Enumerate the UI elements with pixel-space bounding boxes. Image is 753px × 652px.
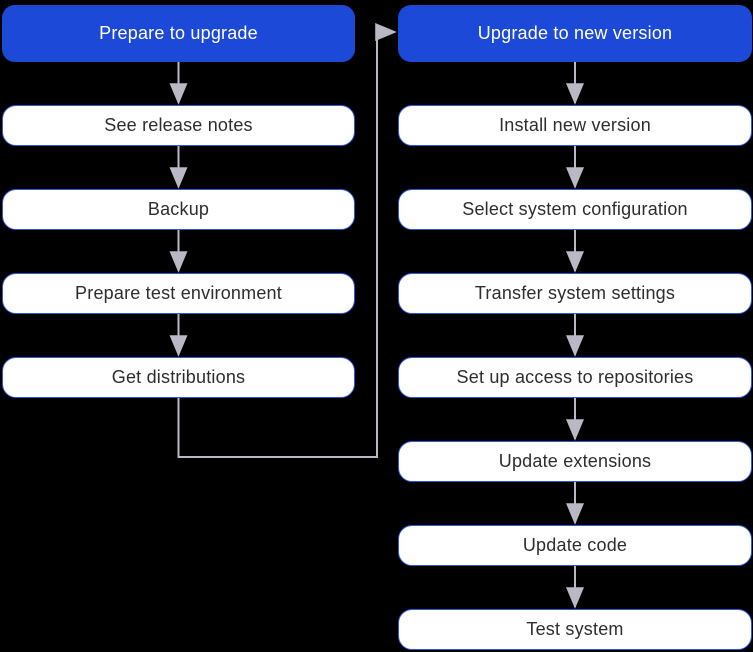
- step-set-up-access-to-repositories: Set up access to repositories: [398, 357, 752, 398]
- step-backup: Backup: [2, 189, 355, 230]
- step-get-distributions: Get distributions: [2, 357, 355, 398]
- header-prepare-to-upgrade: Prepare to upgrade: [2, 5, 355, 62]
- step-prepare-test-environment: Prepare test environment: [2, 273, 355, 314]
- step-select-system-configuration: Select system configuration: [398, 189, 752, 230]
- step-install-new-version: Install new version: [398, 105, 752, 146]
- step-test-system: Test system: [398, 609, 752, 650]
- step-update-code: Update code: [398, 525, 752, 566]
- step-update-extensions: Update extensions: [398, 441, 752, 482]
- step-see-release-notes: See release notes: [2, 105, 355, 146]
- step-transfer-system-settings: Transfer system settings: [398, 273, 752, 314]
- header-upgrade-to-new-version: Upgrade to new version: [398, 5, 752, 62]
